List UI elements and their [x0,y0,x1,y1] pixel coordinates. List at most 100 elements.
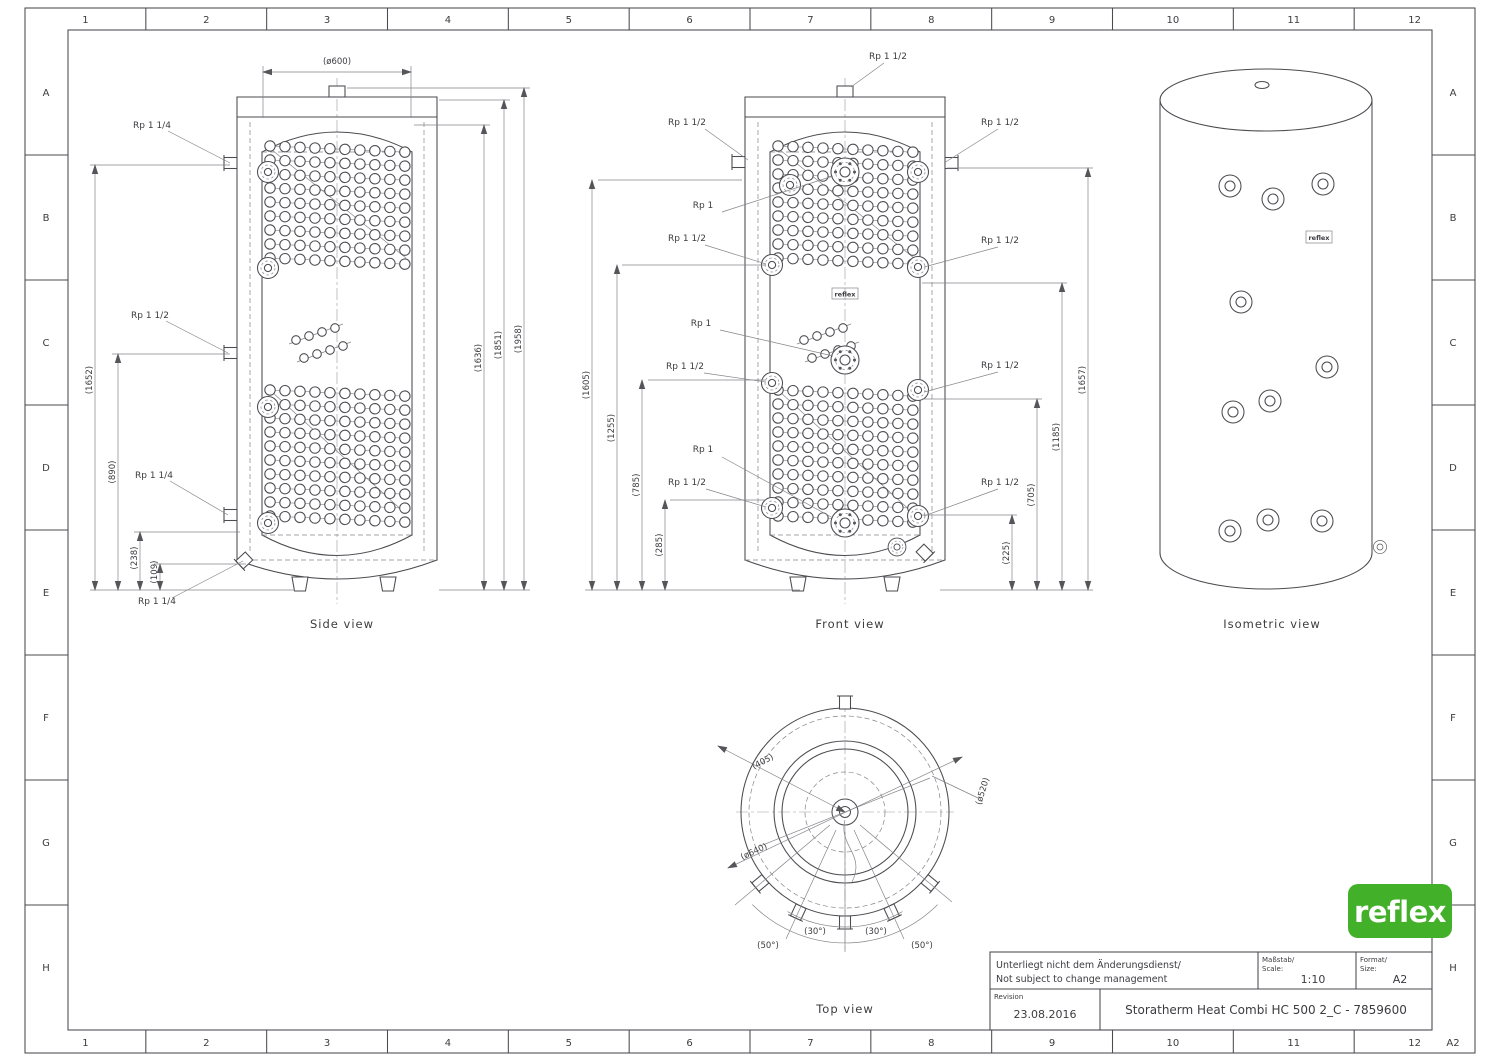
scale-value: 1:10 [1301,973,1326,986]
front-port-label-r3: Rp 1 1/2 [981,361,1019,371]
front-tank-logo-text: reflex [834,291,856,299]
side-tank-vessel [261,131,413,556]
front-port-label-l2: Rp 1 [693,201,714,211]
side-dimensions: (1652) (890) (238) (109) (1636) (1851) (… [85,57,530,591]
grid-row-right-C: C [1450,338,1457,349]
grid-col-top-8: 8 [928,15,934,26]
front-port-label-r1: Rp 1 1/2 [981,118,1019,128]
title-note-line2: Not subject to change management [996,974,1168,985]
grid-col-top-4: 4 [445,15,451,26]
side-dim-890: (890) [108,461,118,484]
side-port-labels: Rp 1 1/4 Rp 1 1/2 Rp 1 1/4 Rp 1 1/4 [131,121,244,607]
front-port-label-l7: Rp 1 1/2 [668,478,706,488]
format-value: A2 [1393,973,1408,986]
side-dim-1958: (1958) [514,325,524,353]
grid-row-right-H: H [1449,963,1457,974]
front-dim-1185: (1185) [1052,423,1062,451]
grid-col-top-3: 3 [324,15,330,26]
grid-col-bottom-7: 7 [807,1038,813,1049]
top-angle-50-right: (50°) [911,941,933,951]
front-port-label-l1: Rp 1 1/2 [668,118,706,128]
grid-col-bottom-5: 5 [566,1038,572,1049]
front-dim-225: (225) [1002,542,1012,565]
grid-row-left-A: A [43,88,50,99]
front-upper-coil [772,140,919,271]
front-dim-705: (705) [1027,484,1037,507]
front-lower-coil [772,384,919,529]
reflex-logo-box [1348,884,1452,938]
grid-col-bottom-6: 6 [686,1038,692,1049]
front-port-label-r4: Rp 1 1/2 [981,478,1019,488]
side-port-label-mid: Rp 1 1/2 [131,311,169,321]
top-view-title: Top view [815,1002,874,1016]
side-dim-1652: (1652) [85,366,95,394]
front-dim-1255: (1255) [607,414,617,442]
side-dim-1636: (1636) [474,344,484,372]
front-port-label-l4: Rp 1 [691,319,712,329]
grid-col-top-11: 11 [1287,15,1300,26]
top-angle-30-right: (30°) [865,927,887,937]
front-view: reflex (1605) (1255) (785) (285) ( [582,52,1093,631]
revision-value: 23.08.2016 [1014,1008,1077,1021]
top-angle-30-left: (30°) [804,927,826,937]
front-tank-logo: reflex [831,287,859,300]
side-dim-238: (238) [130,547,140,570]
iso-connection-bosses [1218,172,1387,554]
grid-col-bottom-10: 10 [1167,1038,1180,1049]
grid-col-top-5: 5 [566,15,572,26]
drawing-title: Storatherm Heat Combi HC 500 2_C - 78596… [1125,1003,1407,1017]
grid-col-bottom-9: 9 [1049,1038,1055,1049]
grid-row-left-E: E [43,588,49,599]
top-view: (405) (ø520) (ø640) (30°) (30°) (50°) (5… [717,695,992,1016]
grid-row-right-D: D [1449,463,1457,474]
grid-col-top-9: 9 [1049,15,1055,26]
grid-row-right-G: G [1449,838,1457,849]
format-label-en: Size: [1360,965,1377,973]
corner-format-label: A2 [1446,1038,1459,1049]
grid-row-right-F: F [1450,713,1456,724]
front-dim-1605: (1605) [582,371,592,399]
grid-row-right-A: A [1450,88,1457,99]
top-angle-50-left: (50°) [757,941,779,951]
side-view: (1652) (890) (238) (109) (1636) (1851) (… [85,57,530,631]
side-dim-109: (109) [150,561,160,584]
grid-col-top-2: 2 [203,15,209,26]
front-port-label-r2: Rp 1 1/2 [981,236,1019,246]
grid-row-left-B: B [43,213,50,224]
grid-row-left-G: G [42,838,50,849]
grid-col-bottom-1: 1 [82,1038,88,1049]
side-dim-1851: (1851) [494,331,504,359]
side-port-label-top: Rp 1 1/4 [133,121,171,131]
top-view-dimensions: (405) (ø520) (ø640) (30°) (30°) (50°) (5… [717,745,992,952]
grid-col-top-7: 7 [807,15,813,26]
grid-row-left-C: C [43,338,50,349]
front-tank-casing [744,85,946,580]
grid-col-top-1: 1 [82,15,88,26]
iso-tank-logo-text: reflex [1308,234,1330,242]
grid-col-bottom-3: 3 [324,1038,330,1049]
side-dim-diameter: (ø600) [323,57,351,67]
side-view-title: Side view [310,617,374,631]
side-upper-coil [264,140,411,271]
iso-view-title: Isometric view [1223,617,1321,631]
grid-col-bottom-11: 11 [1287,1038,1300,1049]
grid-col-bottom-8: 8 [928,1038,934,1049]
isometric-view: reflex Isometric view [1159,68,1387,631]
grid-row-right-B: B [1450,213,1457,224]
grid-col-bottom-2: 2 [203,1038,209,1049]
front-port-label-l5: Rp 1 1/2 [666,362,704,372]
grid-col-top-10: 10 [1167,15,1180,26]
side-port-label-bottom: Rp 1 1/4 [138,597,176,607]
revision-label: Revision [994,993,1023,1001]
front-dim-1657: (1657) [1078,366,1088,394]
front-view-title: Front view [815,617,884,631]
scale-label-de: Maßstab/ [1262,956,1295,964]
front-port-label-top: Rp 1 1/2 [869,52,907,62]
side-middle-tubes [288,323,352,363]
format-label-de: Format/ [1360,956,1388,964]
grid-col-bottom-4: 4 [445,1038,451,1049]
front-dim-785: (785) [632,474,642,497]
grid-col-top-12: 12 [1408,15,1421,26]
